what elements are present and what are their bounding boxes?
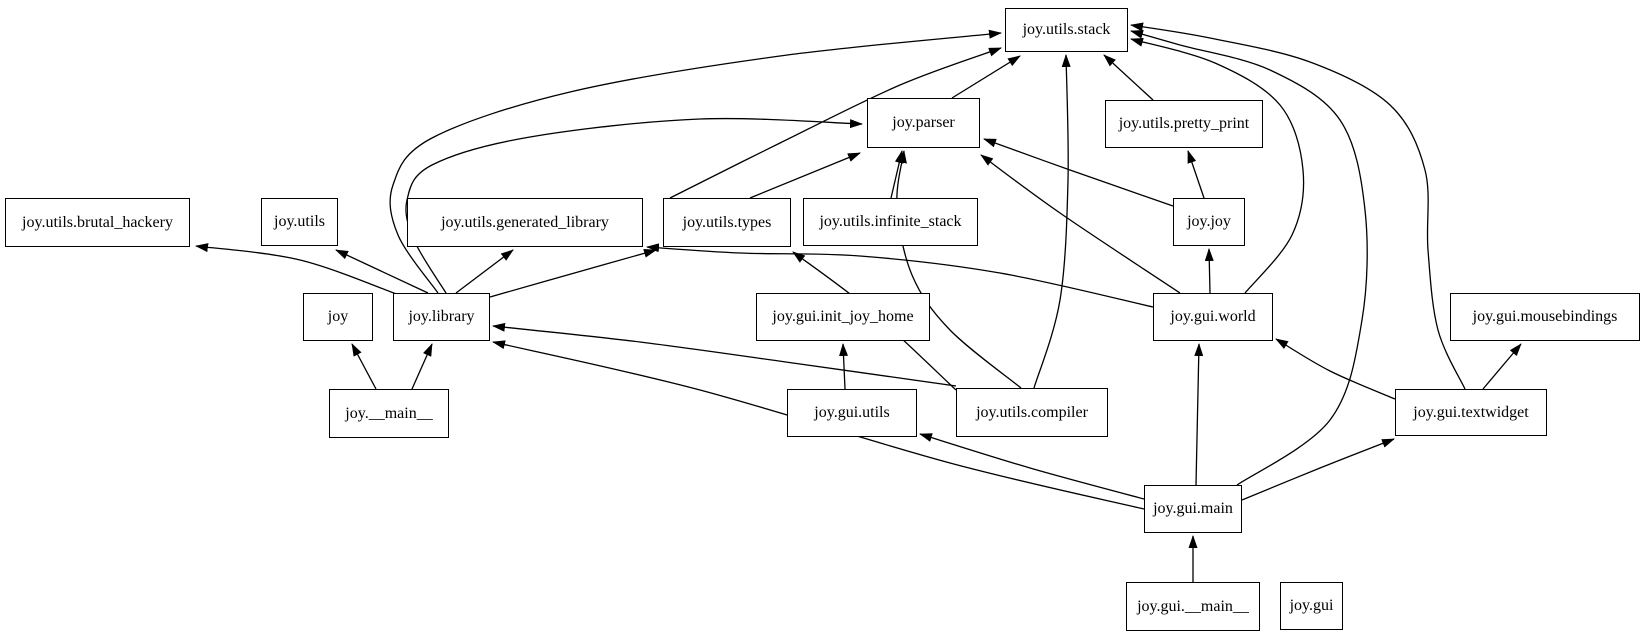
node-joy: joy — [303, 293, 373, 341]
node-label: joy.parser — [892, 114, 955, 131]
node-joy-utils: joy.utils — [261, 198, 338, 246]
node-joy-utils-pretty-print: joy.utils.pretty_print — [1105, 100, 1263, 148]
edge-joy-library-to-joy-utils-generated-library — [455, 249, 514, 294]
node-label: joy.gui.utils — [814, 404, 890, 421]
node-joy-utils-infinite-stack: joy.utils.infinite_stack — [803, 198, 978, 246]
node-label: joy.utils.brutal_hackery — [22, 213, 173, 231]
node-joy-utils-types: joy.utils.types — [663, 198, 791, 247]
edge-joy-gui-utils-to-joy-gui-init-joy-home — [839, 343, 849, 390]
node-label: joy.gui.init_joy_home — [772, 308, 914, 325]
edge-joy-utils-types-to-joy-utils-stack — [669, 47, 1002, 199]
edge-joy-gui-world-to-joy-utils-stack — [1130, 37, 1305, 294]
node-joy-utils-stack: joy.utils.stack — [1005, 8, 1128, 52]
node-label: joy.utils.pretty_print — [1118, 115, 1250, 132]
node-label: joy.gui.mousebindings — [1472, 308, 1618, 325]
edge-joy-gui-world-to-joy-utils-generated-library — [646, 243, 1154, 308]
edge-joy-utils-infinite-stack-to-joy-parser — [890, 150, 904, 199]
edge-joy-utils-compiler-to-joy-utils-stack — [1033, 54, 1071, 389]
node-label: joy.__main__ — [345, 404, 433, 422]
edge-joy-gui-main-to-joy-gui-textwidget — [1241, 438, 1395, 501]
edge-joy-gui-main-to-joy-gui-world — [1194, 343, 1204, 486]
node-joy-gui-main-main: joy.gui.__main__ — [1126, 582, 1260, 631]
node-joy-gui-world: joy.gui.world — [1153, 293, 1273, 341]
node-label: joy.joy — [1187, 213, 1231, 230]
edge-joy-main-to-joy — [351, 343, 377, 390]
node-label: joy — [327, 308, 349, 325]
edge-joy-library-to-joy-utils-stack — [389, 29, 1002, 294]
edge-joy-library-to-joy-utils-brutal-hackery — [195, 243, 400, 296]
edge-joy-gui-textwidget-to-joy-utils-stack — [1130, 22, 1466, 390]
edge-joy-utils-compiler-to-joy-library — [492, 322, 957, 387]
node-label: joy.gui.__main__ — [1137, 597, 1249, 615]
node-label: joy.library — [408, 308, 475, 325]
node-label: joy.utils.compiler — [976, 403, 1088, 421]
node-label: joy.gui.world — [1170, 308, 1256, 325]
edge-joy-joy-to-joy-utils-pretty-print — [1187, 150, 1205, 199]
node-label: joy.utils.generated_library — [441, 213, 609, 231]
edge-joy-gui-textwidget-to-joy-gui-world — [1275, 338, 1396, 400]
node-label: joy.gui — [1289, 597, 1334, 614]
node-joy-joy: joy.joy — [1173, 198, 1245, 246]
node-joy-gui-textwidget: joy.gui.textwidget — [1395, 389, 1547, 436]
node-label: joy.gui.textwidget — [1413, 403, 1529, 421]
edge-joy-joy-to-joy-parser — [983, 138, 1174, 207]
edge-joy-utils-types-to-joy-parser — [749, 152, 861, 199]
node-joy-library: joy.library — [393, 293, 490, 341]
edge-joy-utils-pretty-print-to-joy-utils-stack — [1103, 54, 1154, 101]
node-joy-main: joy.__main__ — [329, 389, 449, 438]
node-label: joy.gui.main — [1153, 500, 1233, 517]
node-joy-gui: joy.gui — [1280, 582, 1343, 630]
node-label: joy.utils.stack — [1022, 21, 1111, 38]
node-joy-gui-utils: joy.gui.utils — [787, 389, 917, 437]
edge-joy-gui-textwidget-to-joy-gui-mousebindings — [1482, 343, 1522, 390]
edge-joy-utils-compiler-to-joy-parser — [896, 150, 1022, 389]
node-joy-utils-compiler: joy.utils.compiler — [956, 388, 1108, 437]
node-joy-parser: joy.parser — [867, 98, 980, 148]
node-label: joy.utils.types — [682, 213, 772, 231]
node-label: joy.utils — [274, 213, 325, 230]
edge-joy-gui-world-to-joy-joy — [1204, 248, 1214, 294]
edge-joy-gui-world-to-joy-parser — [980, 154, 1181, 294]
edge-joy-library-to-joy-utils — [335, 249, 429, 294]
node-joy-gui-init-joy-home: joy.gui.init_joy_home — [756, 293, 930, 341]
node-joy-gui-mousebindings: joy.gui.mousebindings — [1450, 293, 1640, 341]
edge-joy-gui-main-to-joy-utils-stack — [1130, 29, 1368, 486]
edge-joy-library-to-joy-utils-types — [489, 248, 657, 298]
edge-joy-gui-main-to-joy-gui-utils — [919, 433, 1145, 500]
node-label: joy.utils.infinite_stack — [819, 213, 962, 230]
edge-joy-main-to-joy-library — [411, 343, 433, 390]
edge-joy-parser-to-joy-utils-stack — [951, 55, 1021, 99]
node-joy-utils-brutal-hackery: joy.utils.brutal_hackery — [5, 198, 190, 247]
node-joy-gui-main: joy.gui.main — [1144, 485, 1242, 533]
node-joy-utils-generated-library: joy.utils.generated_library — [407, 198, 643, 247]
